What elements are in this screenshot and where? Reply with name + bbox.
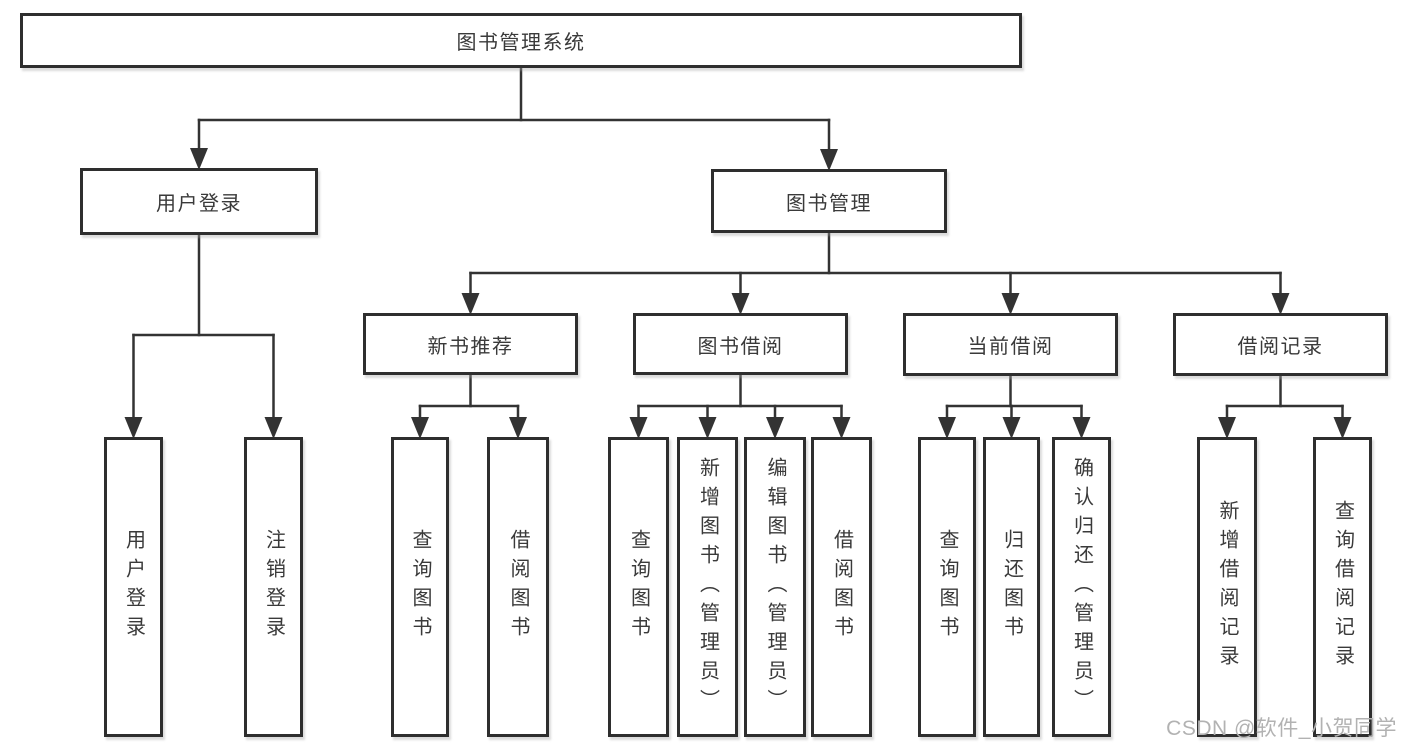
edge-arrowhead: [190, 148, 208, 170]
edge-arrowhead: [461, 293, 480, 315]
node-label: 查询图书: [627, 529, 650, 645]
node-book-mgmt: 图书管理: [711, 169, 947, 233]
node-label: 图书管理系统: [456, 32, 586, 54]
node-label: 查询图书: [409, 529, 431, 645]
node-query-book-borrow: 查询图书: [608, 437, 669, 737]
watermark: CSDN @软件_小贺同学: [1166, 717, 1397, 740]
edge-arrowhead: [1002, 417, 1021, 439]
node-confirm-return-admin: 确认归还（管理员）: [1052, 437, 1111, 737]
node-label: 归还图书: [1000, 529, 1023, 645]
edge-arrowhead: [731, 293, 750, 315]
edge-arrowhead: [766, 417, 784, 439]
node-book-borrow: 图书借阅: [633, 313, 848, 375]
node-logout: 注销登录: [244, 437, 303, 737]
edge-arrowhead: [832, 417, 851, 439]
node-label: 编辑图书（管理员）: [764, 456, 786, 718]
edge-arrowhead: [1001, 293, 1020, 315]
edge-arrowhead: [1271, 293, 1290, 315]
edge-arrowhead: [411, 417, 429, 439]
node-borrow-book: 借阅图书: [811, 437, 872, 737]
node-label: 注销登录: [262, 529, 285, 645]
node-borrow-records: 借阅记录: [1173, 313, 1388, 376]
node-query-borrow-record: 查询借阅记录: [1313, 437, 1372, 737]
node-add-book-admin: 新增图书（管理员）: [677, 437, 738, 737]
node-label: 借阅图书: [507, 529, 529, 645]
node-label: 借阅记录: [1237, 336, 1324, 358]
edge-arrowhead: [698, 417, 717, 439]
node-label: 新书推荐: [427, 335, 514, 358]
node-label: 当前借阅: [967, 336, 1054, 358]
edge-arrowhead: [820, 149, 838, 171]
node-user-login-branch: 用户登录: [80, 168, 318, 235]
edge-arrowhead: [1218, 417, 1236, 439]
node-return-book: 归还图书: [983, 437, 1040, 737]
edge-arrowhead: [1333, 417, 1352, 439]
node-current-borrow: 当前借阅: [903, 313, 1118, 376]
edge-arrowhead: [1072, 417, 1091, 439]
node-add-borrow-record: 新增借阅记录: [1197, 437, 1257, 737]
node-label: 用户登录: [156, 193, 242, 215]
node-label: 查询借阅记录: [1331, 500, 1354, 674]
node-new-book-rec: 新书推荐: [363, 313, 578, 375]
edge-arrowhead: [264, 417, 283, 439]
node-label: 借阅图书: [830, 529, 853, 645]
node-label: 新增图书（管理员）: [696, 456, 719, 718]
node-edit-book-admin: 编辑图书（管理员）: [744, 437, 806, 737]
node-label: 用户登录: [122, 529, 145, 645]
node-borrow-book-new: 借阅图书: [487, 437, 549, 737]
edge-arrowhead: [509, 417, 527, 439]
node-user-login: 用户登录: [104, 437, 163, 737]
node-label: 新增借阅记录: [1216, 500, 1238, 674]
edge-arrowhead: [124, 417, 143, 439]
edge-arrowhead: [938, 417, 956, 439]
edge-arrowhead: [629, 417, 648, 439]
node-query-book-current: 查询图书: [918, 437, 976, 737]
node-query-book-new: 查询图书: [391, 437, 449, 737]
node-label: 图书借阅: [697, 335, 784, 358]
node-root: 图书管理系统: [20, 13, 1022, 68]
node-label: 查询图书: [936, 529, 958, 645]
node-label: 图书管理: [786, 192, 872, 215]
node-label: 确认归还（管理员）: [1070, 456, 1093, 718]
